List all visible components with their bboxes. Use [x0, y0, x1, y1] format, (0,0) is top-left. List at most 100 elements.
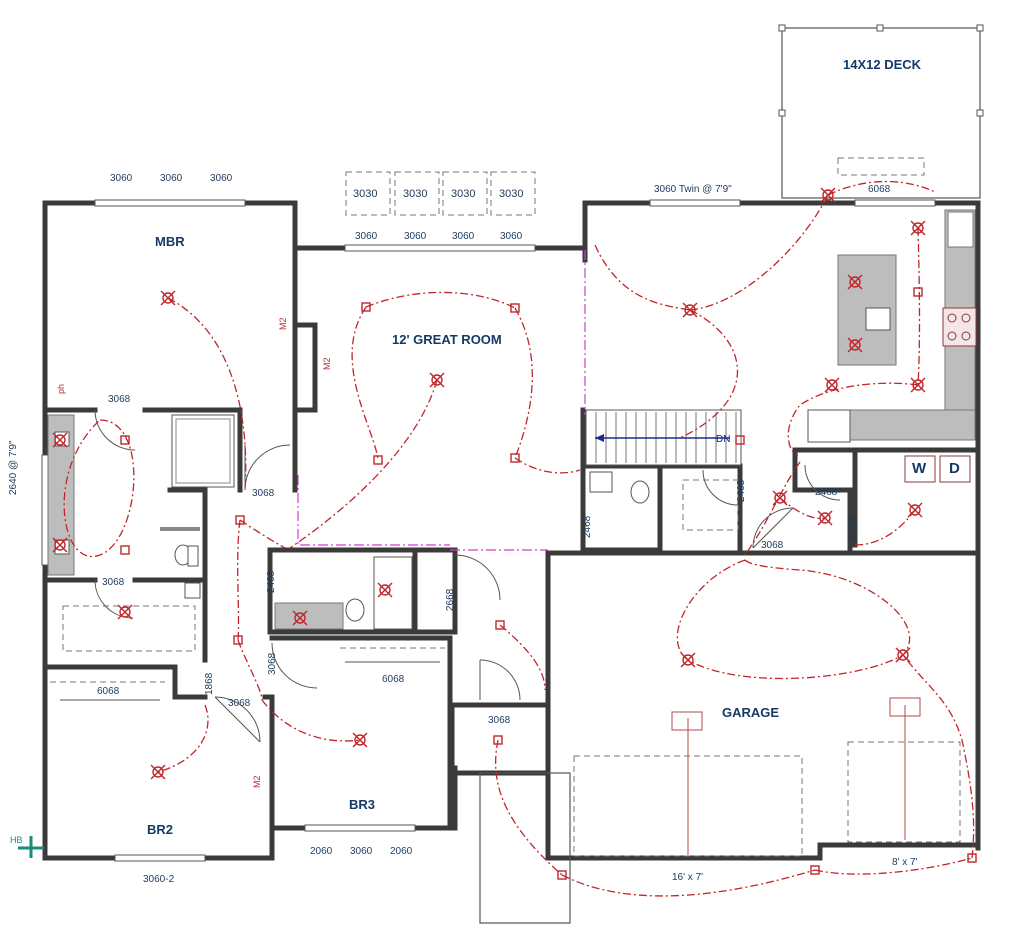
- recessed-light-symbol: [510, 453, 520, 463]
- window-label: 3060: [452, 231, 475, 242]
- door-label: 1868: [204, 672, 215, 695]
- light-fixture-mark: [429, 372, 445, 388]
- dryer-label: D: [949, 460, 960, 477]
- door-label: 2468: [815, 487, 838, 498]
- great-room-boundary: [297, 475, 450, 546]
- recessed-light-symbol: [235, 515, 245, 525]
- window-label-mbr-side: 2640 @ 7'9": [8, 440, 19, 495]
- phone-jack-label: ph: [56, 383, 66, 394]
- stair-down-label: DN: [716, 434, 731, 445]
- window-label: 3060: [110, 173, 133, 184]
- light-fixture-mark: [117, 604, 133, 620]
- light-fixture-mark: [772, 490, 788, 506]
- light-fixture-mark: [150, 764, 166, 780]
- window-label: 3060: [160, 173, 183, 184]
- garage-doors-outline: [479, 697, 961, 924]
- recessed-light-symbol: [735, 435, 745, 445]
- light-fixture-symbol: [826, 379, 838, 391]
- stairs: [585, 409, 742, 466]
- room-label-br3: BR3: [349, 797, 376, 812]
- light-fixture-mark: [352, 732, 368, 748]
- recessed-light-symbol: [810, 865, 820, 875]
- kitchen: [807, 209, 977, 443]
- window-label-br3: 2060: [390, 846, 413, 857]
- light-fixture-mark: [377, 582, 393, 598]
- door-label: 3068: [108, 394, 131, 405]
- motion-sensor-label: M2: [322, 357, 332, 370]
- dormer-label: 3030: [403, 188, 428, 200]
- room-label-great-room: 12' GREAT ROOM: [392, 332, 502, 347]
- door-label: 3068: [848, 517, 859, 540]
- recessed-light-symbol: [373, 455, 383, 465]
- room-label-br2: BR2: [147, 822, 174, 837]
- door-label: 3068: [761, 540, 784, 551]
- light-fixture-mark: [847, 337, 863, 353]
- light-fixture-mark: [824, 377, 840, 393]
- recessed-light-symbol: [361, 302, 371, 312]
- light-fixture-symbol: [849, 276, 861, 288]
- motion-sensor-label: M2: [278, 317, 288, 330]
- garage-door-label-left: 16' x 7': [672, 872, 704, 883]
- hose-bib-label: HB: [10, 835, 23, 845]
- dormer-label: 3030: [353, 188, 378, 200]
- window-label: 3060: [210, 173, 233, 184]
- light-fixture-mark: [910, 220, 926, 236]
- light-fixture-symbol: [912, 379, 924, 391]
- window-marks: [41, 199, 936, 862]
- dormer-outlines: [345, 171, 536, 216]
- light-fixture-symbol: [162, 292, 174, 304]
- light-fixture-mark: [907, 502, 923, 518]
- room-label-deck: 14X12 DECK: [843, 57, 922, 72]
- electrical-devices: [52, 187, 977, 880]
- window-label-br3: 2060: [310, 846, 333, 857]
- light-fixture-symbol: [822, 189, 834, 201]
- laundry-machines: [904, 455, 971, 483]
- light-fixture-symbol: [54, 434, 66, 446]
- window-label: 3060: [404, 231, 427, 242]
- motion-sensor-label: M2: [252, 775, 262, 788]
- window-label-br3: 3060: [350, 846, 373, 857]
- light-fixture-symbol: [819, 512, 831, 524]
- light-fixture-mark: [680, 652, 696, 668]
- light-fixture-mark: [910, 377, 926, 393]
- light-fixture-symbol: [119, 606, 131, 618]
- light-fixture-symbol: [152, 766, 164, 778]
- light-fixture-mark: [895, 647, 911, 663]
- door-label: 3068: [252, 488, 275, 499]
- recessed-light-symbol: [557, 870, 567, 880]
- light-fixture-symbol: [849, 339, 861, 351]
- master-bath-fixtures: [47, 414, 235, 652]
- door-label: 2468: [736, 479, 747, 502]
- hose-bib-symbol: [18, 836, 44, 858]
- light-fixture-symbol: [54, 539, 66, 551]
- recessed-light-symbol: [120, 545, 130, 555]
- light-fixture-mark: [682, 302, 698, 318]
- light-fixture-symbol: [379, 584, 391, 596]
- door-label: 6068: [97, 686, 120, 697]
- room-label-mbr: MBR: [155, 234, 185, 249]
- window-label-kitchen: 3060 Twin @ 7'9": [654, 184, 732, 195]
- closet-lines: [50, 647, 445, 701]
- room-label-garage: GARAGE: [722, 705, 780, 720]
- light-fixture-symbol: [912, 222, 924, 234]
- interior-walls: [42, 245, 981, 831]
- light-fixture-symbol: [897, 649, 909, 661]
- light-fixture-mark: [160, 290, 176, 306]
- electrical-wiring: [63, 180, 975, 897]
- window-label-deck-door: 6068: [868, 184, 891, 195]
- door-swings: [94, 409, 841, 743]
- dormer-label: 3030: [499, 188, 524, 200]
- recessed-light-symbol: [493, 735, 503, 745]
- door-label: 3068: [267, 652, 278, 675]
- light-fixture-mark: [817, 510, 833, 526]
- door-label: 2668: [445, 588, 456, 611]
- garage-door-label-right: 8' x 7': [892, 857, 918, 868]
- light-fixture-mark: [52, 537, 68, 553]
- recessed-light-symbol: [495, 620, 505, 630]
- door-label: 2468: [266, 570, 277, 593]
- deck: [778, 24, 984, 199]
- light-fixture-symbol: [294, 612, 306, 624]
- light-fixture-mark: [820, 187, 836, 203]
- door-label: 3068: [228, 698, 251, 709]
